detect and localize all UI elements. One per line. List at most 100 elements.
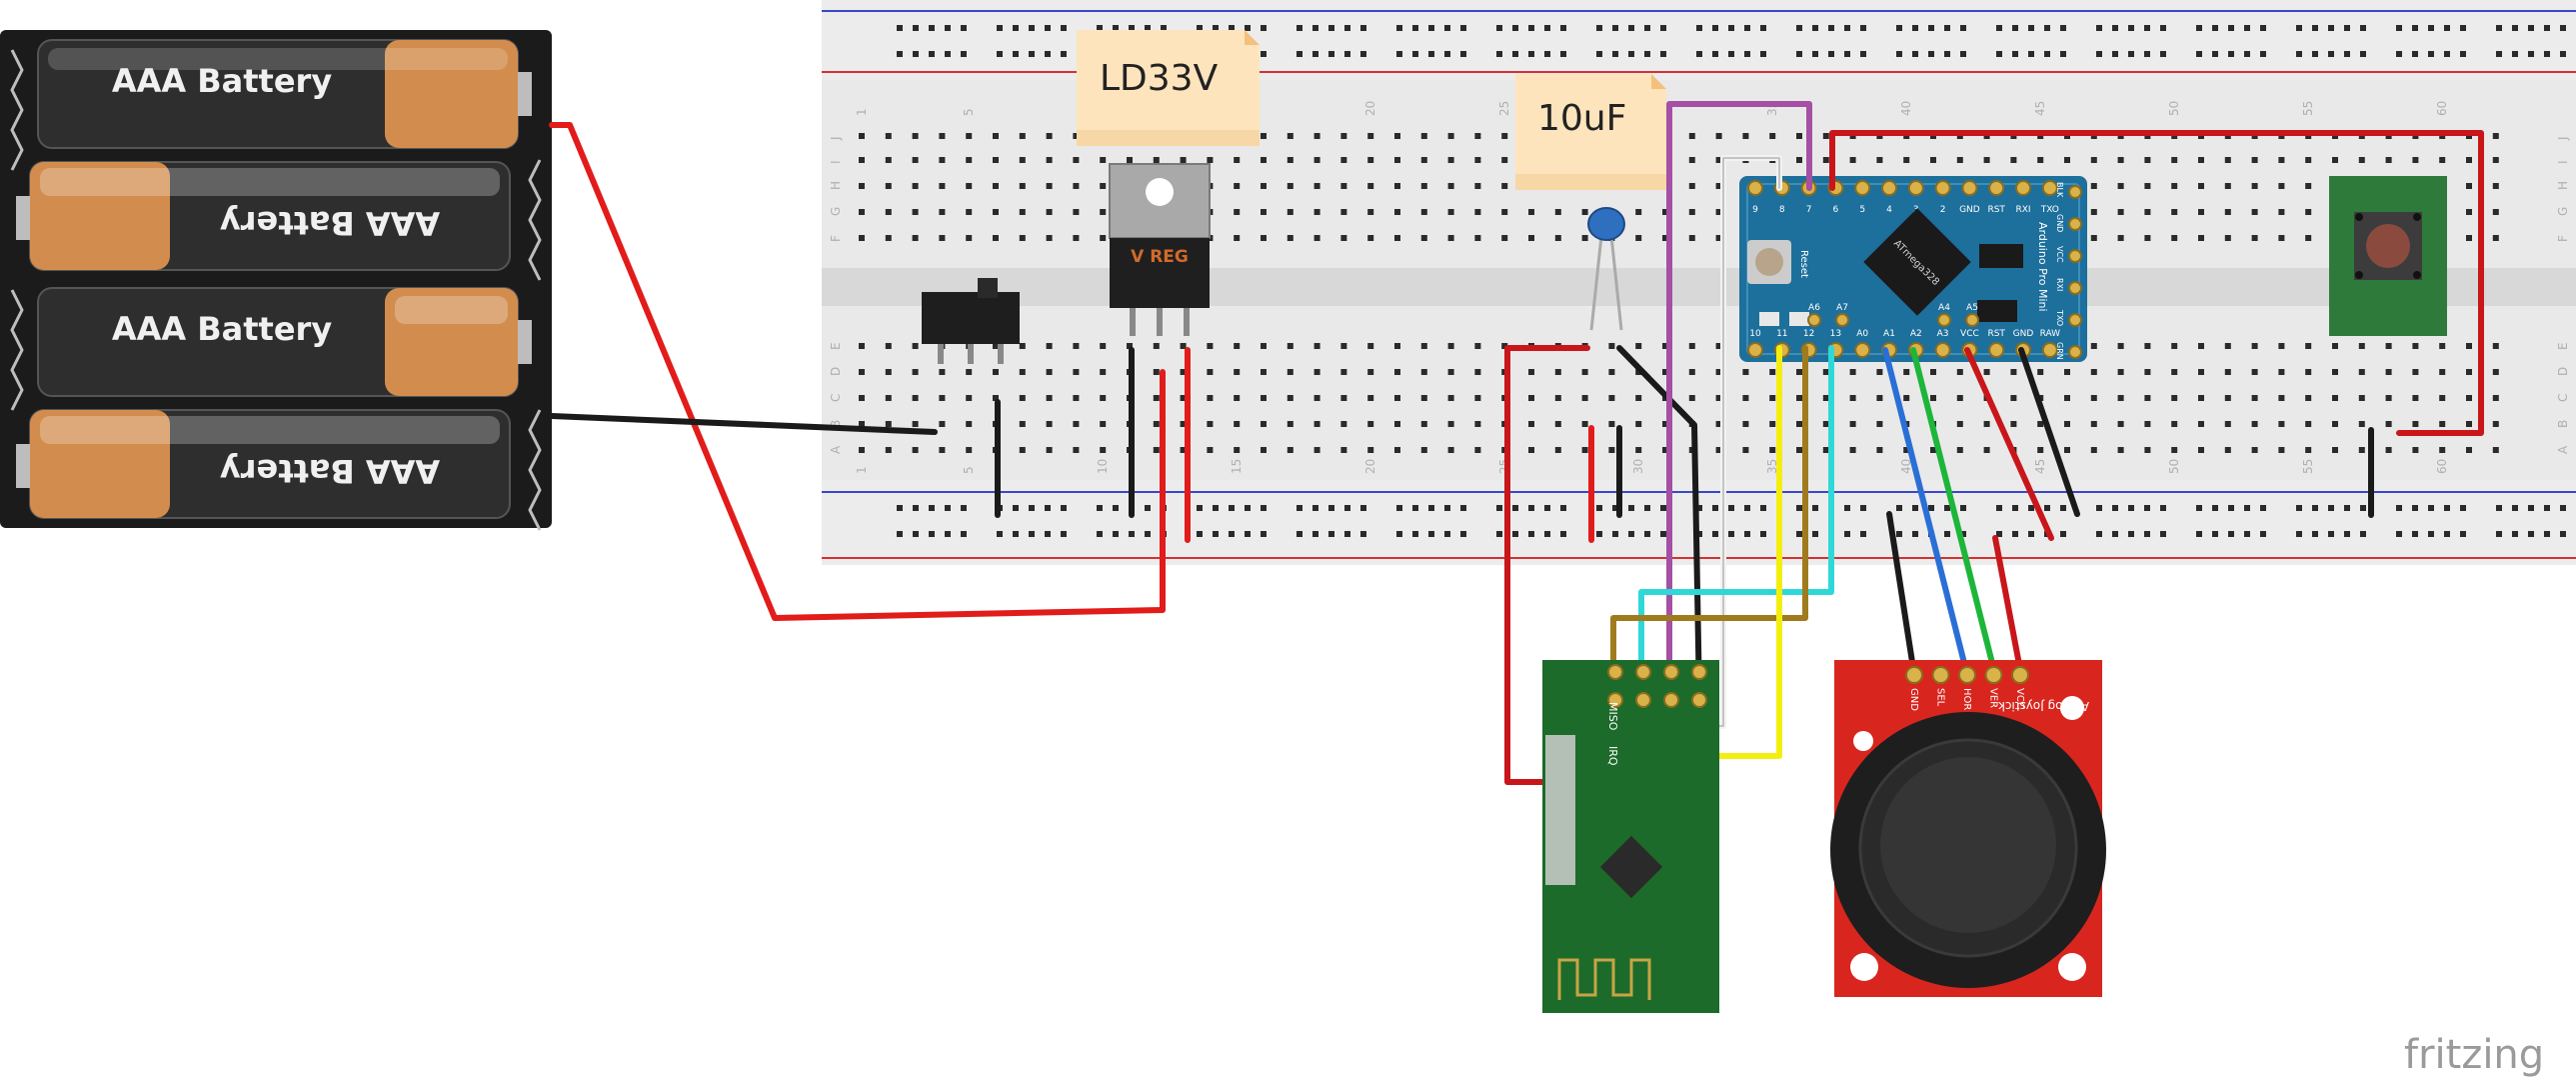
- rail-hole: [1029, 51, 1035, 57]
- breadboard-hole: [1608, 421, 1615, 427]
- rail-hole: [913, 531, 919, 537]
- breadboard-hole: [2439, 395, 2446, 401]
- rail-hole: [1560, 505, 1566, 511]
- voltage-regulator: V REG: [1109, 163, 1211, 336]
- breadboard-hole: [2358, 343, 2365, 349]
- breadboard-hole: [1019, 343, 1026, 349]
- regulator-marking: V REG: [1131, 247, 1189, 267]
- rail-hole: [1644, 51, 1650, 57]
- breadboard-hole: [1796, 421, 1802, 427]
- breadboard-hole: [1608, 447, 1615, 453]
- breadboard-hole: [1876, 447, 1883, 453]
- rail-hole: [1560, 531, 1566, 537]
- rail-hole: [2412, 505, 2418, 511]
- breadboard-hole: [1769, 447, 1776, 453]
- rail-hole: [1612, 505, 1618, 511]
- rail-hole: [929, 531, 935, 537]
- breadboard-hole: [1849, 369, 1856, 375]
- breadboard-hole: [1100, 235, 1107, 241]
- row-letter: A: [2556, 445, 2570, 454]
- breadboard-hole: [912, 209, 919, 215]
- rail-hole: [2260, 25, 2266, 31]
- rail-hole: [1512, 51, 1518, 57]
- breadboard-hole: [2251, 157, 2258, 163]
- breadboard-hole: [2278, 447, 2285, 453]
- breadboard-hole: [2224, 421, 2231, 427]
- arduino-pro-mini: 98765432GNDRSTRXITXO 10111213A0A1A2A3VCC…: [1739, 176, 2087, 362]
- breadboard-hole: [2224, 395, 2231, 401]
- breadboard-hole: [1956, 421, 1963, 427]
- note-text: 10uF: [1537, 98, 1626, 139]
- rail-hole: [2244, 531, 2250, 537]
- breadboard-hole: [1367, 369, 1374, 375]
- joystick-pin: [1931, 666, 1950, 684]
- rail-hole: [2028, 25, 2034, 31]
- breadboard-hole: [2198, 157, 2204, 163]
- rail-hole: [1828, 51, 1834, 57]
- breadboard-hole: [966, 447, 973, 453]
- breadboard-hole: [1474, 421, 1481, 427]
- breadboard-hole: [1420, 369, 1427, 375]
- breadboard-hole: [1394, 421, 1400, 427]
- rail-hole: [1045, 25, 1051, 31]
- breadboard-hole: [1662, 343, 1668, 349]
- nrf-pin: [1691, 692, 1707, 708]
- rail-hole: [2096, 531, 2102, 537]
- rail-hole: [1712, 51, 1718, 57]
- breadboard-hole: [1554, 369, 1561, 375]
- rail-hole: [1744, 531, 1750, 537]
- nrf-pin-label: MISO: [1606, 702, 1619, 731]
- rail-hole: [2396, 25, 2402, 31]
- breadboard-hole: [1715, 235, 1722, 241]
- column-number: 20: [1363, 101, 1377, 116]
- breadboard-hole: [2144, 343, 2151, 349]
- breadboard-hole: [1180, 421, 1187, 427]
- rail-hole: [997, 25, 1003, 31]
- breadboard-hole: [1367, 133, 1374, 139]
- breadboard-hole: [1769, 395, 1776, 401]
- rail-hole: [1428, 505, 1434, 511]
- breadboard-hole: [1073, 343, 1080, 349]
- rail-hole: [2128, 531, 2134, 537]
- breadboard-hole: [2332, 343, 2338, 349]
- rail-hole: [2328, 25, 2334, 31]
- rail-hole: [1312, 531, 1318, 537]
- row-letter: I: [829, 160, 843, 164]
- rail-hole: [1860, 505, 1866, 511]
- note-text: LD33V: [1100, 58, 1219, 99]
- rail-hole: [1796, 505, 1802, 511]
- joystick-pin-label: VCC: [2014, 688, 2025, 709]
- rail-hole: [961, 51, 967, 57]
- rail-hole: [961, 505, 967, 511]
- breadboard-hole: [2492, 157, 2499, 163]
- breadboard-hole: [1261, 133, 1267, 139]
- rail-hole: [1860, 25, 1866, 31]
- rail-hole: [1812, 531, 1818, 537]
- arduino-pin: [1988, 180, 2005, 196]
- breadboard-hole: [1207, 343, 1214, 349]
- rail-hole: [2460, 25, 2466, 31]
- row-letter: G: [2556, 207, 2570, 216]
- breadboard-hole: [2171, 421, 2178, 427]
- arduino-pin-label: 10: [1749, 329, 1761, 339]
- wire-joystick-ver: [1910, 347, 1998, 678]
- rail-hole: [1296, 51, 1302, 57]
- rail-hole: [1628, 531, 1634, 537]
- rail-hole: [1744, 505, 1750, 511]
- rail-hole: [1296, 505, 1302, 511]
- rail-hole: [1644, 531, 1650, 537]
- rail-hole: [1428, 531, 1434, 537]
- breadboard-hole: [2278, 421, 2285, 427]
- rail-hole: [2296, 51, 2302, 57]
- breadboard-hole: [1635, 235, 1642, 241]
- rail-hole: [2412, 51, 2418, 57]
- breadboard-hole: [1956, 395, 1963, 401]
- breadboard-hole: [1715, 421, 1722, 427]
- rail-hole: [2028, 531, 2034, 537]
- breadboard-hole: [1822, 421, 1829, 427]
- breadboard-hole: [2251, 421, 2258, 427]
- breadboard-hole: [1608, 369, 1615, 375]
- breadboard-hole: [1340, 421, 1347, 427]
- breadboard-hole: [1635, 421, 1642, 427]
- rail-hole: [2560, 505, 2566, 511]
